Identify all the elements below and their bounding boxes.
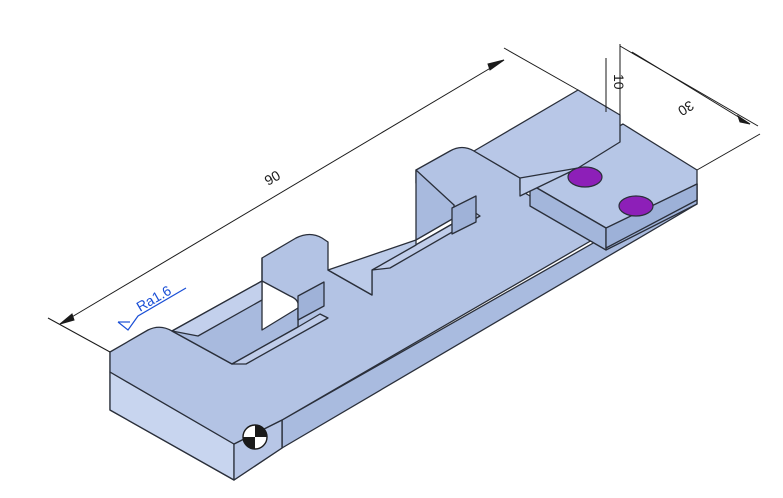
slot-inner-wall-1: [297, 281, 325, 321]
mounting-hole-1: [567, 166, 603, 188]
dim-90-arrow-left: [59, 313, 75, 325]
surface-finish-icon: [117, 287, 187, 331]
dimension-annotations: [47, 44, 761, 353]
dim-90-label: 90: [262, 167, 284, 189]
slot-floor-1: [231, 313, 329, 365]
dim-30-label: 30: [675, 97, 697, 119]
part-back-ledge: [171, 280, 263, 337]
dim-30-extension-bottom: [696, 133, 761, 171]
origin-marker-icon: [242, 424, 268, 450]
part-raised-block-front: [529, 183, 607, 251]
dim-30-arrow: [737, 114, 751, 125]
part-back-ledge-2: [327, 239, 417, 296]
slot-inner-wall-2: [451, 195, 477, 235]
dim-90-line: [59, 59, 505, 325]
part-raised-block-side: [605, 183, 698, 249]
dim-90-extension-right: [503, 47, 579, 91]
mounting-hole-2: [618, 195, 654, 217]
dim-90-extension-left: [47, 317, 111, 353]
dim-90-arrow-right: [487, 59, 505, 71]
surface-finish-label: Ra1.6: [134, 282, 175, 315]
dim-30-line: [631, 51, 751, 125]
machined-part: [109, 89, 698, 481]
dim-30-extension-top: [619, 45, 759, 127]
dim-10-label: 10: [611, 74, 627, 90]
